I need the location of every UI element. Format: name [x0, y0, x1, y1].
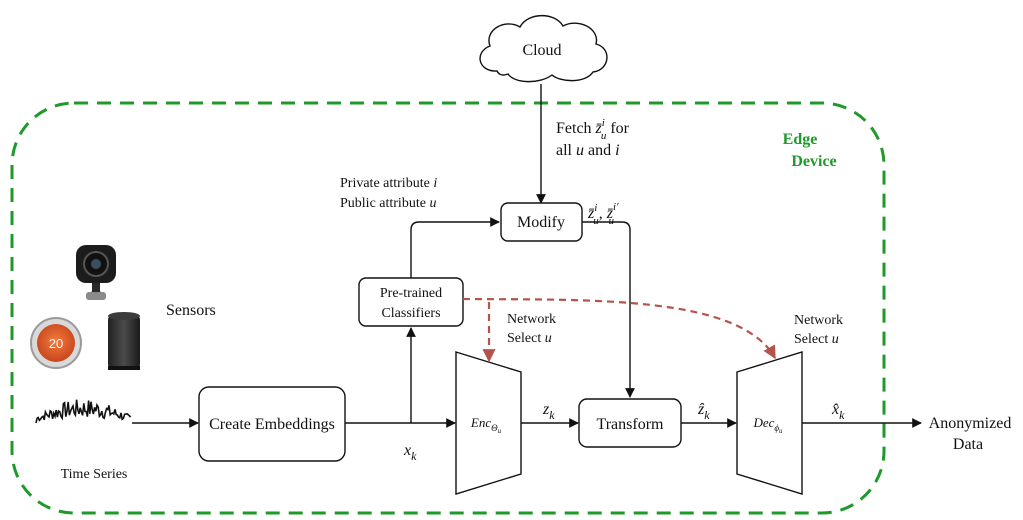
network-select-decoder-arrow — [462, 297, 776, 360]
pretrained-label-line2: Classifiers — [381, 306, 440, 321]
edge-device-label-line2: Device — [791, 153, 836, 170]
decoder-label: Decϕu — [752, 415, 783, 435]
transform-node: Transform — [578, 398, 682, 448]
smart-speaker-device — [108, 312, 140, 370]
modify-node: Modify — [500, 202, 583, 242]
private-attribute-label: Private attribute i — [340, 176, 437, 191]
create-embeddings-node: Create Embeddings — [198, 386, 346, 462]
network-select-right-line2: Select u — [794, 332, 839, 347]
network-select-right-line1: Network — [794, 313, 843, 328]
zhat-label: ẑk — [697, 401, 710, 422]
network-select-left-line2: Select u — [507, 331, 552, 346]
anonymized-data-label-line1: Anonymized — [929, 415, 1012, 432]
transform-label: Transform — [597, 416, 665, 433]
modify-to-transform-arrow — [582, 221, 635, 398]
pretrained-label-line1: Pre-trained — [380, 286, 442, 301]
encoder-node: EncΘu — [455, 351, 522, 495]
fetch-label-line2: all u and i — [556, 142, 620, 159]
classifiers-to-modify-arrow — [410, 217, 500, 278]
pretrained-classifiers-node: Pre-trained Classifiers — [358, 277, 464, 327]
camera-device — [76, 245, 116, 300]
modify-label: Modify — [517, 214, 565, 231]
anonymized-data-label-line2: Data — [953, 436, 983, 453]
network-select-left-line1: Network — [507, 312, 556, 327]
thermostat-display: 20 — [49, 336, 63, 351]
waveform-icon — [35, 399, 132, 424]
xhat-label: x̂k — [831, 401, 845, 422]
cloud-label: Cloud — [522, 42, 561, 59]
edge-device-label-line1: Edge — [783, 131, 818, 148]
speaker-icon — [108, 314, 140, 370]
create-embeddings-label: Create Embeddings — [209, 416, 335, 433]
cloud-icon — [479, 14, 608, 83]
sensors-label: Sensors — [166, 302, 216, 319]
zk-label: zk — [542, 401, 555, 422]
decoder-node: Decϕu — [736, 351, 803, 495]
xk-label: xk — [403, 442, 417, 463]
time-series-label: Time Series — [61, 467, 128, 482]
thermostat-device: 20 — [30, 317, 82, 369]
cloud-node: Cloud — [479, 14, 608, 83]
public-attribute-label: Public attribute u — [340, 196, 436, 211]
encoder-label: EncΘu — [470, 415, 502, 435]
edge-device-boundary — [10, 101, 886, 515]
